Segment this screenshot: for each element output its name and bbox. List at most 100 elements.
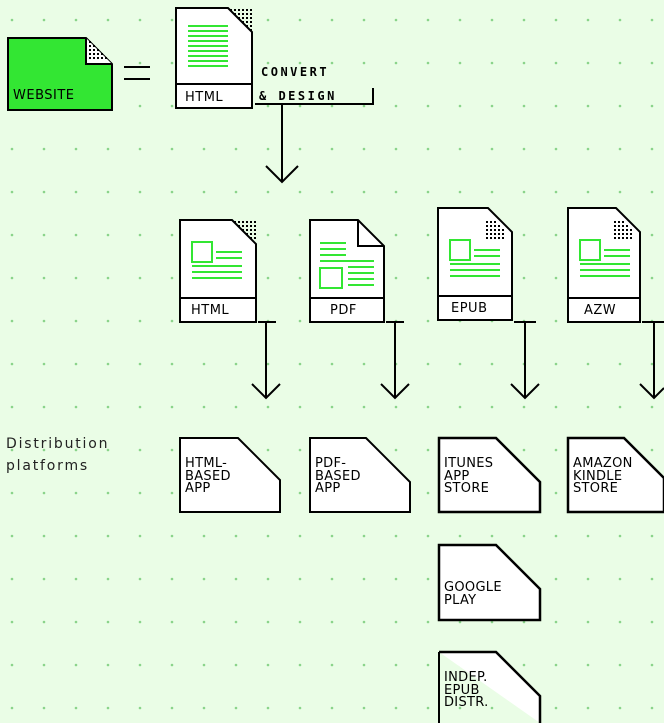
top-html-label: HTML <box>185 90 224 105</box>
grid-dot <box>202 620 206 624</box>
grid-dot <box>298 706 302 710</box>
grid-dot <box>394 706 398 710</box>
platform-box-html-app <box>179 437 281 513</box>
grid-dot <box>522 405 526 409</box>
grid-dot <box>586 147 590 151</box>
grid-dot <box>490 534 494 538</box>
grid-dot <box>74 620 78 624</box>
grid-dot <box>458 620 462 624</box>
grid-dot <box>522 61 526 65</box>
grid-dot <box>650 448 654 452</box>
grid-dot <box>394 534 398 538</box>
grid-dot <box>298 190 302 194</box>
grid-dot <box>586 534 590 538</box>
grid-dot <box>330 534 334 538</box>
grid-dot <box>10 491 14 495</box>
grid-dot <box>10 706 14 710</box>
grid-dot <box>650 61 654 65</box>
grid-dot <box>10 18 14 22</box>
grid-dot <box>42 276 46 280</box>
grid-dot <box>394 577 398 581</box>
grid-dot <box>42 18 46 22</box>
grid-dot <box>426 61 430 65</box>
grid-dot <box>42 233 46 237</box>
grid-dot <box>74 319 78 323</box>
grid-dot <box>394 61 398 65</box>
grid-dot <box>106 491 110 495</box>
grid-dot <box>106 147 110 151</box>
grid-dot <box>170 706 174 710</box>
distribution-label: Distribution <box>6 436 110 452</box>
grid-dot <box>10 534 14 538</box>
grid-dot <box>490 104 494 108</box>
grid-dot <box>426 448 430 452</box>
format-label-epub: EPUB <box>451 301 488 316</box>
grid-dot <box>426 147 430 151</box>
equals-sign <box>124 66 150 80</box>
grid-dot <box>298 448 302 452</box>
grid-dot <box>426 706 430 710</box>
grid-dot <box>74 663 78 667</box>
grid-dot <box>490 362 494 366</box>
grid-dot <box>138 190 142 194</box>
grid-dot <box>74 147 78 151</box>
grid-dot <box>330 405 334 409</box>
grid-dot <box>42 534 46 538</box>
grid-dot <box>586 663 590 667</box>
grid-dot <box>554 534 558 538</box>
grid-dot <box>362 104 366 108</box>
grid-dot <box>586 104 590 108</box>
grid-dot <box>74 534 78 538</box>
grid-dot <box>138 620 142 624</box>
convert-design-bracket <box>255 88 374 105</box>
grid-dot <box>202 362 206 366</box>
grid-dot <box>202 706 206 710</box>
platform-box-amazon <box>566 436 664 514</box>
grid-dot <box>298 61 302 65</box>
grid-dot <box>106 190 110 194</box>
grid-dot <box>522 233 526 237</box>
grid-dot <box>490 706 494 710</box>
grid-dot <box>234 190 238 194</box>
grid-dot <box>330 147 334 151</box>
grid-dot <box>650 663 654 667</box>
grid-dot <box>202 534 206 538</box>
grid-dot <box>10 190 14 194</box>
grid-dot <box>650 276 654 280</box>
grid-dot <box>74 405 78 409</box>
grid-dot <box>426 190 430 194</box>
grid-dot <box>138 319 142 323</box>
grid-dot <box>586 577 590 581</box>
grid-dot <box>106 233 110 237</box>
grid-dot <box>362 663 366 667</box>
grid-dot <box>554 577 558 581</box>
grid-dot <box>266 61 270 65</box>
grid-dot <box>490 18 494 22</box>
grid-dot <box>458 190 462 194</box>
grid-dot <box>266 577 270 581</box>
grid-dot <box>650 18 654 22</box>
platform-box-indep-epub <box>438 650 542 723</box>
grid-dot <box>618 190 622 194</box>
grid-dot <box>554 233 558 237</box>
grid-dot <box>586 405 590 409</box>
grid-dot <box>650 147 654 151</box>
grid-dot <box>490 147 494 151</box>
grid-dot <box>650 534 654 538</box>
equals-text: = <box>120 54 121 55</box>
design-label: & DESIGN <box>259 89 337 103</box>
grid-dot <box>298 319 302 323</box>
grid-dot <box>106 534 110 538</box>
grid-dot <box>522 18 526 22</box>
grid-dot <box>618 147 622 151</box>
grid-dot <box>362 190 366 194</box>
grid-dot <box>106 620 110 624</box>
grid-dot <box>586 706 590 710</box>
grid-dot <box>650 104 654 108</box>
grid-dot <box>618 362 622 366</box>
grid-dot <box>394 104 398 108</box>
grid-dot <box>330 663 334 667</box>
